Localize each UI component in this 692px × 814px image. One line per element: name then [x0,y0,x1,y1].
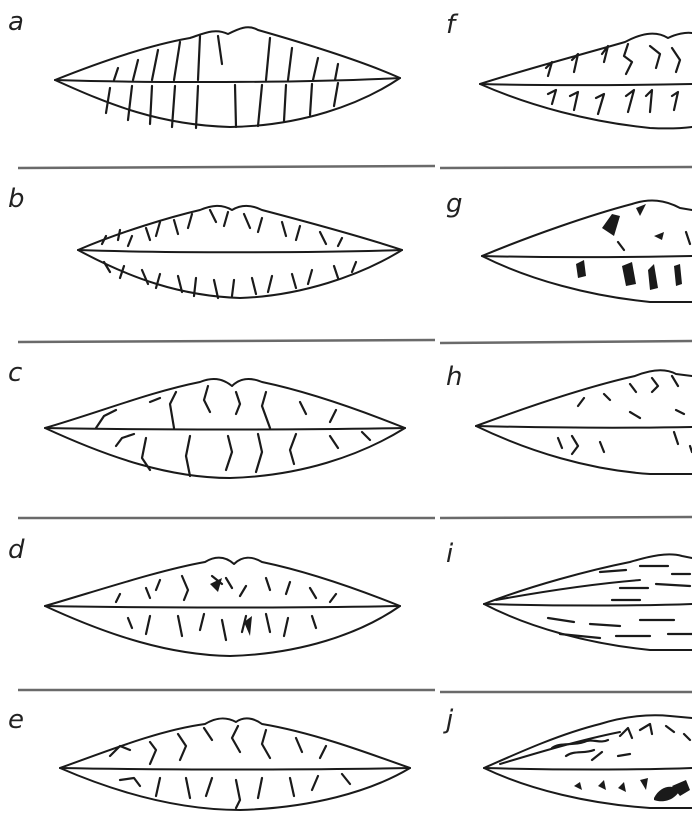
upper-lip-inner-contour [496,580,640,600]
lip-drawing-g [482,201,692,302]
lip-drawing-e [60,718,410,810]
lower-lip-outline [45,606,400,656]
lower-lip-outline [45,428,405,478]
upper-lip-outline [55,27,400,80]
lower-lip-outline [482,256,692,302]
lip-midline [480,84,692,85]
panel-label-a: a [8,7,24,37]
divider-right-1 [440,167,692,168]
divider-right-2 [440,341,692,343]
lower-lip-outline [480,84,692,128]
upper-lip-outline [480,33,692,84]
upper-lip-outline [482,201,692,256]
lower-lip-outline [78,250,402,298]
lip-drawing-b [78,206,402,298]
lip-drawing-h [476,370,692,474]
lip-midline [78,250,402,252]
lower-lip-outline [484,604,692,650]
lip-drawing-f [480,33,692,129]
panel-label-j: j [443,705,454,735]
panel-label-h: h [446,362,462,392]
divider-left-2 [18,340,435,342]
lip-midline [55,78,400,82]
divider-left-1 [18,166,435,168]
lip-drawing-j [484,715,692,808]
lower-lip-outline [484,768,692,808]
lip-midline [60,768,410,770]
lip-midline [45,428,405,430]
lip-midline [476,426,692,428]
panel-label-g: g [446,189,463,219]
lip-midline [484,768,692,770]
lip-groove [552,724,690,760]
panel-label-d: d [8,535,25,565]
lip-groove [102,210,356,298]
panel-label-f: f [446,10,459,40]
groove-mark [576,204,682,290]
upper-lip-outline [45,558,400,606]
lip-drawing-i [484,554,692,650]
lip-midline [484,604,692,606]
lip-groove [558,376,692,454]
upper-lip-outline [78,206,402,250]
lower-lip-outline [476,426,692,474]
panel-label-c: c [8,358,22,388]
lip-groove [546,44,680,114]
lip-midline [45,606,400,608]
panel-label-b: b [8,184,25,214]
lip-drawing-a [55,27,400,128]
panel-label-i: i [446,539,454,569]
lip-groove [618,232,690,250]
lip-drawing-d [45,558,400,656]
lip-midline [482,256,692,257]
panel-label-e: e [8,705,24,735]
lower-lip-outline [60,768,410,810]
divider-right-3 [440,517,692,518]
groove-mark [574,778,690,801]
lip-drawing-c [45,379,405,478]
upper-lip-outline [45,379,405,428]
